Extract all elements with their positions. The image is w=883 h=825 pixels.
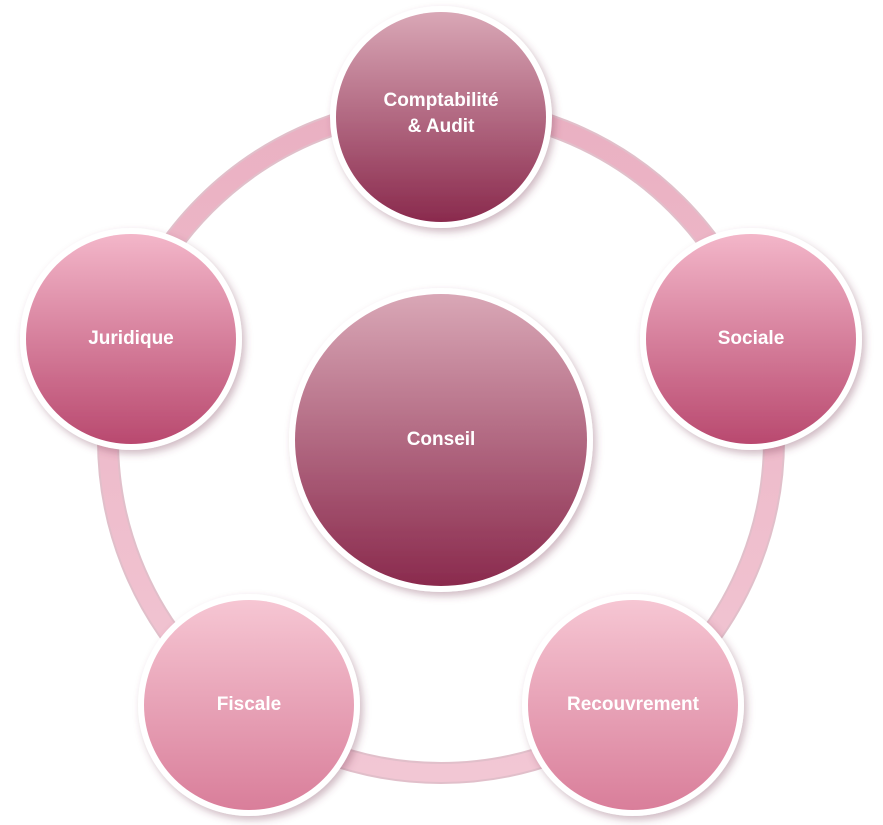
node-recouvrement: Recouvrement (522, 594, 744, 816)
node-fiscale: Fiscale (138, 594, 360, 816)
node-fiscale-label: Fiscale (217, 694, 281, 715)
node-comptabilite-audit-fill (336, 12, 546, 222)
center-node-label: Conseil (407, 429, 476, 450)
center-node-conseil: Conseil (289, 288, 593, 592)
node-sociale-label: Sociale (718, 328, 785, 349)
node-juridique-fill (26, 234, 236, 444)
node-juridique-label: Juridique (88, 328, 174, 349)
node-comptabilite-audit: Comptabilité & Audit (330, 6, 552, 228)
node-juridique: Juridique (20, 228, 242, 450)
node-recouvrement-label: Recouvrement (567, 694, 700, 715)
node-comptabilite-audit-label-line2: & Audit (408, 116, 476, 137)
node-comptabilite-audit-label-line1: Comptabilité (383, 90, 498, 111)
center-node-fill (295, 294, 587, 586)
node-recouvrement-fill (528, 600, 738, 810)
node-sociale-fill (646, 234, 856, 444)
node-sociale: Sociale (640, 228, 862, 450)
node-fiscale-fill (144, 600, 354, 810)
